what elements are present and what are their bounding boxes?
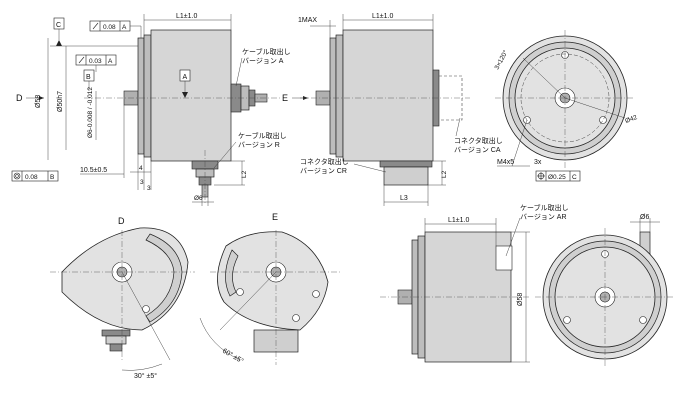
dia-6-right-label: Ø6 [640,214,649,221]
side-view-connector-cr-ca: 1MAX L1±1.0 L2 L3 コネクタ取出し バージョン CR コネクタ取… [298,13,503,206]
m4x5-label: M4x5 [497,159,514,166]
cable-a-line1: ケーブル取出し [242,47,291,56]
dim-4-label: 4 [139,165,143,172]
flatness-frame [11,170,59,182]
connector-cr-body [383,166,429,186]
cable-r-line1: ケーブル取出し [238,131,287,140]
conn-ca-line1: コネクタ取出し [454,136,503,145]
datum-b-label: B [86,74,91,81]
housing-body [342,29,434,162]
view-d-title: D [118,216,125,226]
dim-10-5-label: 10.5±0.5 [80,167,107,174]
cable-r-line2: バージョン R [238,141,280,149]
position-frame [535,170,581,182]
cable-a-line2: バージョン A [242,57,284,65]
view-e-arrow-label: E [282,93,288,103]
angle-30-label: 30° ±5° [134,372,157,380]
angle-3x120-label: 3×120° [493,48,510,71]
runout-mid-value: 0.03 [89,58,102,65]
conn-ca-line2: バージョン CA [454,146,501,154]
view-e: E 60° ±5° [199,212,340,366]
front-flange [137,37,145,155]
cable-exit-ar [495,245,513,271]
dia-50h7-label: Ø50h7 [57,91,64,112]
clamp-ring [335,34,344,158]
conn-cr-line1: コネクタ取出し [300,157,349,166]
mount-hole [639,316,647,324]
dia-6-tol-label: Ø6-0.008 / -0.012 [87,87,94,138]
side-view-cable-ar: D E A C 0.08 A 0.03 A B [11,13,308,206]
mount-hole [312,290,320,298]
position-tol-ref: C [572,174,577,181]
front-face-view: 3×120° Ø42 M4x5 3x Ø0.25 C [493,30,639,182]
mount-hole [563,316,571,324]
conn-cr-line2: バージョン CR [300,167,347,175]
bolt-circle-label: Ø42 [624,114,638,125]
flatness-ref: B [50,174,54,181]
front-face-ar-version: Ø6 [535,214,675,368]
dim-l2-label: L2 [241,170,248,178]
mount-hole [236,288,244,296]
dia-6-bottom-label: Ø6 [194,195,203,202]
front-flange [329,37,337,155]
mount-hole [599,116,607,124]
dim-l3-label: L3 [400,195,408,202]
dia-58-label: Ø58 [35,95,42,108]
position-tol-value: Ø0.25 [548,174,566,181]
datum-c-label: C [56,22,61,29]
view-d-arrow-label: D [16,93,23,103]
angle-60-label: 60° ±5° [221,347,245,366]
dia-58-b-label: Ø58 [517,293,524,306]
view-d: D 30° ±5° [50,216,195,380]
three-x-label: 3x [534,159,542,166]
l1-dim-label-b: L1±1.0 [372,13,393,20]
dim-3-label: 3 [140,179,144,186]
runout-mid-ref: A [108,58,113,65]
mount-hole [292,314,300,322]
view-e-title: E [272,212,278,222]
housing-body [150,29,232,162]
mount-hole [142,305,150,313]
datum-a-label: A [183,74,188,81]
flatness-value: 0.08 [25,174,38,181]
clamp-ring [143,34,152,158]
side-view-cable-ar-version: L1±1.0 Ø58 ケーブル取出し バージョン AR [380,203,569,363]
runout-top-ref: A [122,24,127,31]
runout-top-value: 0.08 [103,24,116,31]
one-max-label: 1MAX [298,17,317,24]
l1-dim-label: L1±1.0 [176,13,197,20]
cable-ar-line1: ケーブル取出し [520,203,569,212]
l1-dim-label-c: L1±1.0 [448,217,469,224]
dim-3b-label: 3 [147,185,151,192]
dim-l2b-label: L2 [441,170,448,178]
cable-ar-line2: バージョン AR [520,213,567,221]
